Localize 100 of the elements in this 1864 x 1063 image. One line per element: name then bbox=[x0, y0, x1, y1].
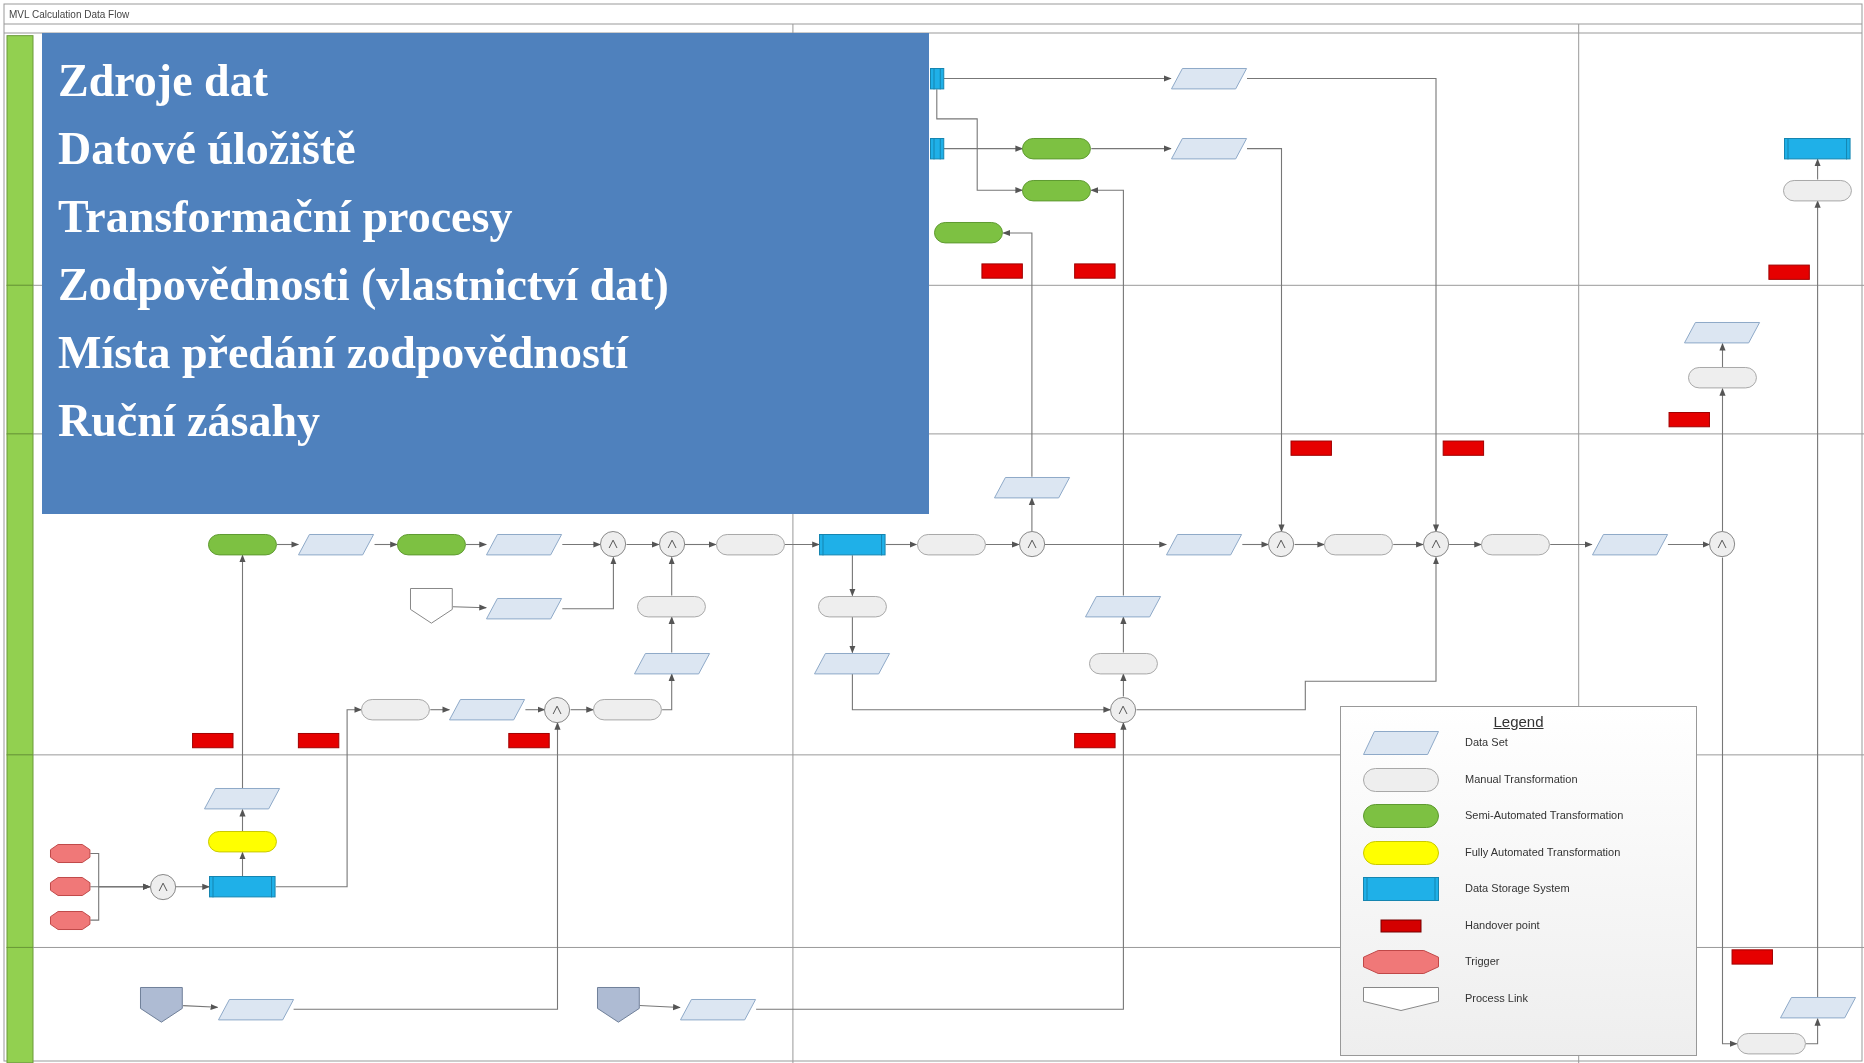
arrow bbox=[943, 145, 1024, 152]
arrow bbox=[1719, 387, 1726, 532]
arrow bbox=[1549, 541, 1593, 548]
legend-label: Manual Transformation bbox=[1465, 772, 1578, 785]
arrow bbox=[1120, 673, 1127, 698]
trigger-octagon bbox=[49, 877, 91, 897]
arrow bbox=[668, 616, 675, 654]
process-link-pentagon bbox=[140, 986, 184, 1023]
arrow bbox=[561, 541, 602, 548]
arrow bbox=[984, 541, 1020, 548]
arrow bbox=[936, 88, 1024, 194]
arrow bbox=[1002, 229, 1033, 478]
process-link-pentagon bbox=[410, 588, 453, 625]
legend-label: Data Storage System bbox=[1465, 882, 1570, 894]
data-storage-box bbox=[1784, 137, 1851, 160]
arrow bbox=[1814, 200, 1821, 998]
arrow bbox=[1721, 556, 1738, 1047]
data-storage-box bbox=[819, 533, 886, 556]
legend-label: Data Set bbox=[1465, 736, 1508, 748]
arrow bbox=[89, 883, 151, 921]
arrow bbox=[239, 851, 246, 877]
legend-heading: Legend bbox=[1493, 713, 1544, 730]
data-set-parallelogram bbox=[1779, 997, 1856, 1019]
arrow bbox=[175, 883, 210, 890]
arrow bbox=[849, 554, 856, 597]
junction-circle bbox=[544, 696, 571, 723]
heading-line: Transformační procesy bbox=[58, 190, 513, 244]
arrow bbox=[275, 706, 363, 888]
arrow bbox=[1392, 541, 1424, 548]
legend-label: Fully Automated Transformation bbox=[1465, 845, 1621, 858]
arrow bbox=[784, 541, 820, 548]
arrow bbox=[1448, 541, 1482, 548]
arrow bbox=[1044, 541, 1167, 548]
data-set-parallelogram bbox=[1166, 533, 1243, 556]
legend-label: Process Link bbox=[1465, 991, 1528, 1004]
heading-line: Ruční zásahy bbox=[58, 394, 320, 448]
arrow bbox=[849, 616, 856, 654]
arrow bbox=[639, 1004, 681, 1011]
diagram-title: MVL Calculation Data Flow bbox=[9, 9, 130, 20]
arrow bbox=[1805, 1018, 1821, 1045]
legend-label: Handover point bbox=[1465, 918, 1540, 931]
arrow bbox=[293, 722, 561, 1010]
arrow bbox=[1090, 187, 1124, 597]
arrow bbox=[570, 706, 594, 713]
arrow bbox=[373, 541, 398, 548]
arrow bbox=[1241, 541, 1270, 548]
data-set-parallelogram bbox=[298, 533, 375, 556]
data-set-parallelogram bbox=[814, 652, 891, 674]
heading-line: Zdroje dat bbox=[58, 54, 268, 108]
data-set-parallelogram bbox=[204, 788, 281, 810]
arrow bbox=[1814, 158, 1821, 181]
arrow bbox=[625, 541, 660, 548]
arrow bbox=[885, 541, 918, 548]
arrow bbox=[1135, 556, 1440, 711]
arrow bbox=[452, 604, 487, 611]
junction-circle bbox=[1018, 531, 1045, 558]
arrow bbox=[429, 706, 451, 713]
arrow bbox=[851, 673, 1112, 713]
data-storage-box bbox=[929, 67, 944, 90]
data-storage-box bbox=[209, 876, 276, 898]
arrow bbox=[668, 556, 675, 597]
data-set-parallelogram bbox=[217, 998, 294, 1020]
data-set-parallelogram bbox=[449, 699, 526, 721]
arrow bbox=[1246, 77, 1440, 533]
arrow bbox=[182, 1003, 219, 1011]
arrow bbox=[661, 673, 675, 711]
process-link-pentagon bbox=[596, 986, 640, 1023]
junction-circle bbox=[600, 531, 627, 558]
data-set-parallelogram bbox=[1684, 322, 1761, 344]
arrow bbox=[684, 541, 717, 548]
arrow bbox=[1120, 616, 1127, 654]
junction-circle bbox=[658, 531, 685, 558]
arrow bbox=[465, 541, 487, 548]
legend-label: Semi-Automated Transformation bbox=[1465, 809, 1624, 821]
arrow bbox=[755, 722, 1127, 1010]
arrow bbox=[1246, 148, 1285, 533]
arrow bbox=[1667, 541, 1711, 548]
arrow bbox=[239, 554, 246, 789]
data-set-parallelogram bbox=[1085, 595, 1162, 617]
data-set-parallelogram bbox=[486, 597, 563, 620]
junction-circle bbox=[1422, 531, 1450, 558]
junction-circle bbox=[149, 873, 176, 900]
trigger-octagon bbox=[49, 844, 91, 864]
arrow bbox=[239, 808, 246, 832]
data-set-parallelogram bbox=[633, 652, 710, 674]
heading-line: Místa předání zodpovědností bbox=[58, 326, 628, 380]
arrow bbox=[276, 541, 300, 548]
arrow bbox=[1028, 497, 1035, 532]
data-set-parallelogram bbox=[486, 533, 563, 556]
heading-line: Zodpovědnosti (vlastnictví dat) bbox=[58, 258, 669, 312]
data-set-parallelogram bbox=[1591, 533, 1668, 556]
legend-label: Trigger bbox=[1465, 955, 1500, 967]
data-set-parallelogram bbox=[679, 998, 757, 1020]
junction-circle bbox=[1709, 531, 1736, 558]
arrow bbox=[1719, 342, 1726, 368]
arrow bbox=[561, 556, 617, 610]
trigger-octagon bbox=[49, 910, 91, 930]
arrow bbox=[524, 706, 546, 713]
heading-line: Datové úložiště bbox=[58, 122, 356, 176]
arrow bbox=[1294, 541, 1326, 548]
